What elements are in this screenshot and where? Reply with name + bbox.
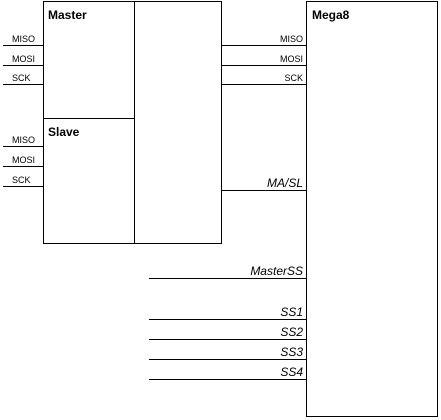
- master-miso-label: MISO: [12, 34, 35, 44]
- slave-mosi-label: MOSI: [12, 155, 35, 165]
- mega8-outline: [306, 1, 438, 417]
- mega8-block: Mega8 MISO MOSI SCK MA/SL MasterSS SS1 S…: [149, 1, 438, 417]
- ss4-label: SS4: [280, 365, 303, 379]
- mega8-sck-label: SCK: [284, 73, 303, 83]
- master-title: Master: [48, 8, 87, 22]
- spi-block: Master Slave MISO MOSI SCK MISO MOSI SCK: [3, 1, 222, 244]
- ss2-label: SS2: [280, 325, 303, 339]
- mega8-miso-label: MISO: [280, 34, 303, 44]
- slave-sck-label: SCK: [12, 175, 31, 185]
- mega8-title: Mega8: [312, 8, 350, 22]
- ss3-label: SS3: [280, 345, 303, 359]
- slave-miso-label: MISO: [12, 135, 35, 145]
- master-sck-label: SCK: [12, 73, 31, 83]
- master-ss-label: MasterSS: [250, 264, 303, 278]
- ss1-label: SS1: [280, 305, 303, 319]
- mega8-mosi-label: MOSI: [280, 54, 303, 64]
- slave-title: Slave: [48, 125, 80, 139]
- ma-sl-label: MA/SL: [267, 176, 303, 190]
- spi-block-outline: [43, 1, 222, 244]
- master-mosi-label: MOSI: [12, 54, 35, 64]
